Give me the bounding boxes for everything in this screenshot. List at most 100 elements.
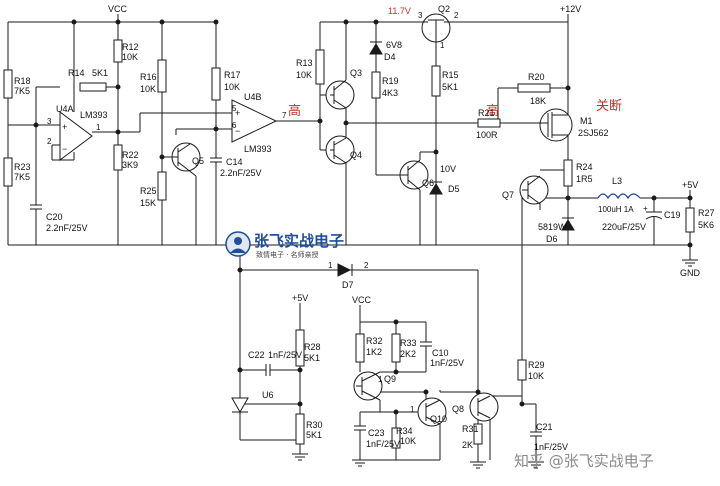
u4a-triangle [59,111,93,161]
m1-mosfet-symbol [538,108,573,142]
q7-ref: Q7 [502,190,514,200]
wires [7,14,691,462]
r23-value: 7K5 [14,172,30,182]
r33-ref: R33 [400,338,417,348]
c21-value: 1nF/25V [534,442,568,452]
v5-label-lower: +5V [292,293,308,303]
ground-c21 [528,461,544,469]
r17-ref: R17 [224,70,241,80]
watermark: 知乎 @张飞实战电子 [514,452,654,470]
c20-ref: C20 [46,212,63,222]
r33-body [391,333,401,363]
c20-symbol [30,204,42,225]
r29-ref: R29 [528,360,545,370]
d6-ref: D6 [546,234,558,244]
d6-value: 5819W [538,222,567,232]
r17-body [211,67,221,101]
c10-ref: C10 [432,348,449,358]
r33-value: 2K2 [400,349,416,359]
r13-ref: R13 [296,58,313,68]
transistors [170,13,573,427]
svg-text:+: + [62,122,67,132]
q9-ref: Q9 [384,374,396,384]
annotation-off: 关断 [596,99,622,114]
svg-text:+: + [643,204,648,213]
svg-text:+: + [235,108,240,118]
c21-symbol [530,431,542,444]
r16-ref: R16 [140,72,157,82]
r34-body [391,427,401,449]
r31-body [473,423,483,445]
c20-value: 2.2nF/25V [46,223,88,233]
ground-symbols [292,259,698,469]
c21-ref: C21 [536,422,553,432]
d4-ref: D4 [384,52,396,62]
q6-ref: Q6 [422,178,434,188]
r27-value: 5K6 [698,220,714,230]
brand-tagline: 致情电子 · 名师亲授 [256,250,319,259]
ground-gnd-right [682,259,698,267]
r21-ref: R21 [478,108,495,118]
c22-symbol [262,364,282,376]
r30-body [295,413,305,445]
d7-pin1: 1 [328,261,333,270]
comparators: + − + − [59,99,278,161]
r31-value: 2K [462,440,473,450]
c19-ref: C19 [664,210,681,220]
r20-body [517,83,551,93]
ground-r30 [292,453,308,461]
c10-value: 1nF/25V [430,358,464,368]
r29-body [517,359,527,381]
r27-body [685,207,695,233]
q2-symbol [420,13,452,43]
r13-body [315,49,325,85]
u4a-ref: U4A [56,104,74,114]
r22-value: 3K9 [122,160,138,170]
q4-ref: Q4 [350,150,362,160]
d7-pin2: 2 [364,261,369,270]
r17-value: 10K [224,82,240,92]
v5-label-right: +5V [682,180,698,190]
r21-body [477,118,501,128]
r20-value: 18K [530,96,546,106]
l3-inductor [597,193,641,200]
q2-pin1: 1 [440,41,445,50]
u4b-part: LM393 [244,144,272,154]
r28-value: 5K1 [304,353,320,363]
d7-ref: D7 [342,280,354,290]
r22-body [113,144,123,171]
d5-ref: D5 [448,184,460,194]
d5-symbol [429,176,443,196]
q7-symbol [519,175,549,205]
q2-pin2: 2 [454,11,459,20]
r19-value: 4K3 [382,88,398,98]
q10-symbol [417,397,447,427]
v12-label: +12V [560,4,581,14]
d5-value: 10V [440,164,456,174]
r34-value: 10K [400,436,416,446]
svg-text:−: − [62,144,67,154]
l3-ref: L3 [612,176,622,186]
r18-ref: R18 [14,76,31,86]
diodes [231,36,575,420]
c19-symbol: + [643,204,663,232]
r29-value: 10K [528,371,544,381]
r23-ref: R23 [14,162,31,172]
u4b-pin6: 6 [232,121,237,130]
brand-name: 张飞实战电子 [254,232,344,250]
r16-value: 10K [140,84,156,94]
u4b-pin5: 5 [232,104,237,113]
vcc-label-lower: VCC [352,295,372,305]
u4a-pin3: 3 [47,117,52,126]
r15-body [431,65,441,97]
q6-symbol [399,159,429,191]
r30-ref: R30 [306,420,323,430]
d6-symbol [561,212,575,232]
q2-pin3: 3 [418,11,423,20]
c14-ref: C14 [226,157,243,167]
r25-body [157,171,167,201]
r15-value: 5K1 [442,82,458,92]
r22-ref: R22 [122,150,139,160]
c14-symbol [210,157,222,168]
q10-pin1: 1 [410,405,415,414]
